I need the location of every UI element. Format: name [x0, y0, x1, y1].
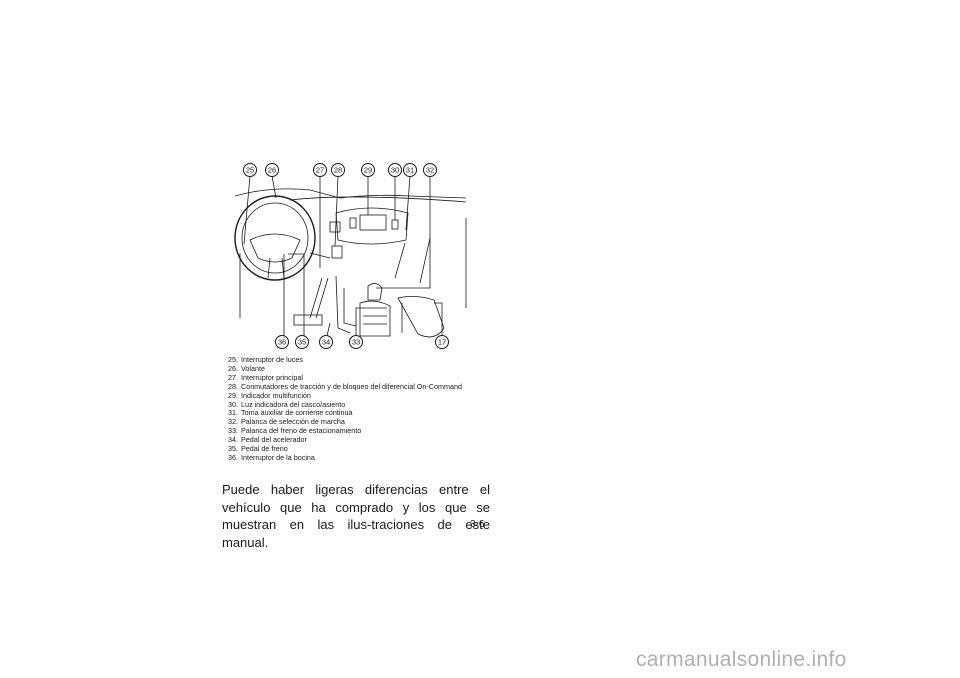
legend-text: Indicador multifunción	[241, 390, 311, 400]
legend-text: Interruptor principal	[241, 372, 303, 382]
svg-text:31: 31	[406, 166, 414, 175]
callout-29: 29	[361, 163, 375, 177]
legend-text: Interruptor de la bocina	[241, 452, 315, 462]
legend-item: 25.Interruptor de luces	[224, 355, 462, 365]
legend-item: 35.Pedal de freno	[224, 444, 462, 454]
svg-text:26: 26	[268, 166, 276, 175]
callout-36: 36	[275, 335, 289, 349]
svg-text:36: 36	[278, 338, 286, 347]
legend-number: 36.	[228, 452, 238, 462]
legend-text: Toma auxiliar de corriente continua	[241, 408, 353, 418]
legend-number: 25.	[228, 355, 238, 364]
legend-number: 30.	[228, 399, 238, 409]
callout-35: 35	[295, 335, 309, 349]
callout-34: 34	[319, 335, 333, 349]
legend-number: 34.	[228, 435, 238, 445]
dashboard-illustration: 25 26 27 28 29 30 31 32 36 35 34 33 17	[234, 163, 467, 349]
legend-item: 31.Toma auxiliar de corriente continua	[224, 408, 462, 418]
legend-text: Palanca de selección de marcha	[241, 417, 345, 427]
legend-number: 32.	[228, 417, 238, 427]
legend-text: Interruptor de luces	[241, 355, 303, 364]
legend-item: 29.Indicador multifunción	[224, 390, 462, 401]
callout-25: 25	[243, 163, 257, 177]
svg-text:32: 32	[426, 166, 434, 175]
legend-text: Luz indicadora del casco/asiento	[241, 399, 346, 409]
svg-text:25: 25	[246, 166, 254, 175]
svg-text:35: 35	[298, 338, 306, 347]
legend-number: 31.	[228, 408, 238, 418]
callout-33: 33	[349, 335, 363, 349]
legend-text: Pedal de freno	[241, 444, 288, 454]
callout-32: 32	[423, 163, 437, 177]
svg-text:17: 17	[438, 338, 446, 347]
legend-text: Volante	[241, 363, 265, 373]
legend-number: 27.	[228, 372, 238, 382]
body-text: Puede haber ligeras diferencias entre el…	[222, 482, 490, 550]
svg-text:29: 29	[364, 166, 372, 175]
svg-text:27: 27	[316, 166, 324, 175]
svg-text:30: 30	[391, 166, 399, 175]
legend-item: 33.Palanca del freno de estacionamiento	[224, 426, 462, 436]
legend-text: Palanca del freno de estacionamiento	[241, 426, 362, 436]
legend-number: 33.	[228, 426, 238, 436]
callout-31: 31	[403, 163, 417, 177]
legend-item: 36.Interruptor de la bocina	[224, 452, 462, 463]
legend-text: Conmutadores de tracción y de bloqueo de…	[241, 381, 462, 391]
callout-17: 17	[435, 335, 449, 349]
legend-item: 32.Palanca de selección de marcha	[224, 417, 462, 427]
legend-item: 34.Pedal del acelerador	[224, 435, 462, 445]
svg-text:33: 33	[352, 338, 360, 347]
callout-30: 30	[388, 163, 402, 177]
callout-26: 26	[265, 163, 279, 177]
callout-27: 27	[313, 163, 327, 177]
legend-number: 26.	[228, 363, 238, 373]
legend-number: 29.	[228, 390, 238, 400]
legend-item: 27.Interruptor principal	[224, 372, 462, 383]
legend-item: 30.Luz indicadora del casco/asiento	[224, 399, 462, 410]
svg-text:28: 28	[334, 166, 342, 175]
legend-text: Pedal del acelerador	[241, 435, 307, 445]
legend-item: 28.Conmutadores de tracción y de bloqueo…	[224, 381, 462, 392]
svg-text:34: 34	[322, 338, 330, 347]
callout-28: 28	[331, 163, 345, 177]
legend-item: 26.Volante	[224, 363, 462, 374]
legend-number: 28.	[228, 381, 238, 391]
watermark: carmanualsonline.info	[636, 648, 847, 671]
page-number: 3-6	[470, 519, 485, 530]
legend-number: 35.	[228, 444, 238, 454]
